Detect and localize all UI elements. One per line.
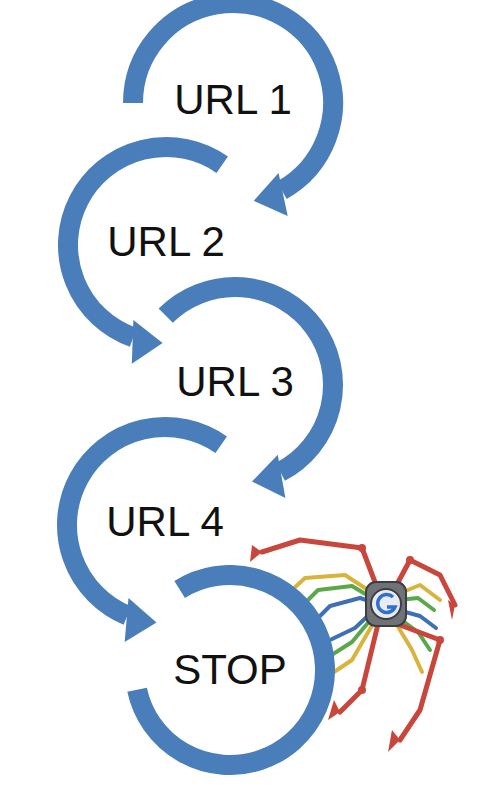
redirect-arrow: [133, 3, 333, 216]
redirect-arrow: [166, 287, 333, 498]
ring-arc: [137, 575, 325, 765]
arrow-arc: [133, 3, 333, 190]
url-node: URL 1: [168, 76, 298, 130]
arrow-head: [254, 173, 288, 216]
node-label: URL 2: [101, 218, 231, 266]
node-label: URL 3: [170, 358, 300, 406]
arrow-arc: [166, 287, 333, 472]
url-node: URL 4: [100, 498, 230, 552]
node-label: URL 1: [168, 76, 298, 124]
url-node: URL 3: [170, 358, 300, 412]
arrow-head: [125, 598, 157, 642]
node-label: URL 4: [100, 498, 230, 546]
arrow-head: [252, 455, 285, 498]
url-node: URL 2: [101, 218, 231, 272]
arrow-head: [132, 320, 163, 364]
stop-circle: STOP: [125, 565, 335, 775]
node-label: STOP: [173, 646, 287, 694]
